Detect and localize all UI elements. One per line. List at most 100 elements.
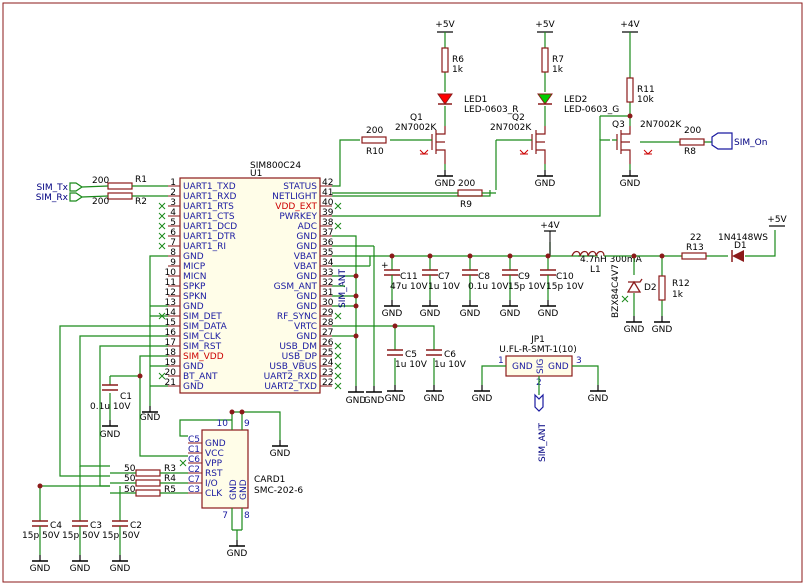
gnd-label-r12: GND xyxy=(652,325,673,335)
u1-pin-num-10: 10 xyxy=(165,268,177,278)
r9-ref: R9 xyxy=(460,200,472,210)
uart-section: SIM_Tx SIM_Rx 200 200 R1 R2 xyxy=(36,175,168,207)
u1-pin-num-3: 3 xyxy=(170,198,176,208)
c4-value: 15p 50V xyxy=(22,531,60,541)
nc-mark-38 xyxy=(334,222,342,230)
q3-symbol xyxy=(616,126,631,164)
gnd-label-jp1-right: GND xyxy=(588,394,609,404)
card-pin-num-C6: C6 xyxy=(188,455,200,465)
q1-ref: Q1 xyxy=(410,113,423,123)
p5v-led1-label: +5V xyxy=(435,20,455,30)
q1-symbol xyxy=(431,126,446,164)
u1-pin-num-33: 33 xyxy=(322,268,333,278)
nc-mark-7 xyxy=(158,242,166,250)
c2-value: 15p 50V xyxy=(102,531,140,541)
u1-pin-num-39: 39 xyxy=(322,208,334,218)
c8-gnd-symbol xyxy=(461,299,479,307)
u1-pin-num-18: 18 xyxy=(165,348,177,358)
nc-mark-23 xyxy=(334,372,342,380)
u1-pin-name-32: GSM_ANT xyxy=(274,282,318,292)
card-pin-num-C1: C1 xyxy=(188,445,200,455)
u1-pin-num-22: 22 xyxy=(322,378,333,388)
u1-pin-name-20: BT_ANT xyxy=(183,372,218,382)
gnd-label-c1: GND xyxy=(100,430,121,440)
card-cap-wires xyxy=(39,466,121,521)
u1-pin-name-19: GND xyxy=(183,362,204,372)
r12-body xyxy=(658,275,666,301)
r12-ref: R12 xyxy=(672,279,690,289)
nc-mark-24 xyxy=(334,362,342,370)
c4-ref: C4 xyxy=(50,521,62,531)
c6-value: 1u 10V xyxy=(434,360,467,370)
c11-polarity: + xyxy=(381,261,389,271)
card-pin-name-C1: VCC xyxy=(205,449,224,459)
c1-ref: C1 xyxy=(120,392,132,402)
d2-value: BZX84C4V7 xyxy=(611,264,621,318)
r13-ref: R13 xyxy=(686,243,704,253)
card-pin-num-C3: C3 xyxy=(188,485,200,495)
u1-pin-name-22: UART2_TXD xyxy=(264,382,317,392)
c7-gnd-symbol xyxy=(421,299,439,307)
u1-pin-num-16: 16 xyxy=(165,328,177,338)
jp1-wires xyxy=(481,365,599,395)
q2-symbol xyxy=(531,126,546,164)
c7-value: 1u 10V xyxy=(428,282,461,292)
r6-value: 1k xyxy=(452,65,464,75)
u1-pin-num-17: 17 xyxy=(165,338,176,348)
u1-pin-name-15: SIM_DATA xyxy=(183,322,228,332)
u1-pin-name-35: VBAT xyxy=(294,252,318,262)
q2-value: 2N7002K xyxy=(490,123,532,133)
c2-ref: C2 xyxy=(130,521,142,531)
u1-pin-num-31: 31 xyxy=(322,288,333,298)
gnd-label-u1-right-2: GND xyxy=(364,396,385,406)
gnd-label-jp1-left: GND xyxy=(472,394,493,404)
u1-pin-num-38: 38 xyxy=(322,218,334,228)
gnd-label-c6: GND xyxy=(424,394,445,404)
jp1-pin3: 3 xyxy=(576,356,582,366)
r3-body xyxy=(135,469,161,477)
nc-mark-22 xyxy=(334,382,342,390)
r9-body xyxy=(457,189,483,197)
c8-junction xyxy=(467,253,473,259)
gnd-label-card-top: GND xyxy=(270,449,291,459)
c10-ref: C10 xyxy=(556,272,574,282)
led1-value: LED-0603_R xyxy=(464,105,519,115)
led2-driver: +5V R7 1k LED2 LED-0603_G Q2 2N7002K GND… xyxy=(332,20,619,210)
card1-value: SMC-202-6 xyxy=(254,486,303,496)
u1-pin-num-27: 27 xyxy=(322,328,333,338)
gnd-label-c8: GND xyxy=(460,309,481,319)
sim-on-port-shape xyxy=(711,132,733,150)
u1-right-pins: 42STATUS41NETLIGHT40VDD_EXT39PWRKEY38ADC… xyxy=(264,178,334,392)
sim-rx-port-shape xyxy=(69,192,84,202)
u1-pin-name-27: GND xyxy=(296,332,317,342)
c10-junction xyxy=(545,253,551,259)
u1-pin-name-7: UART1_RI xyxy=(183,242,226,252)
p5v-led2-label: +5V xyxy=(535,20,555,30)
r1-body xyxy=(107,182,133,190)
nc-mark-3 xyxy=(158,202,166,210)
led2-value: LED-0603_G xyxy=(564,105,619,115)
card-pin-num-C2: C2 xyxy=(188,465,200,475)
c7-ref: C7 xyxy=(438,272,450,282)
l1-inductor xyxy=(571,250,605,257)
u1-pin-name-3: UART1_RTS xyxy=(183,202,234,212)
c5-ref: C5 xyxy=(405,350,417,360)
u1-pin-num-26: 26 xyxy=(322,338,334,348)
gnd-label-d2: GND xyxy=(624,325,645,335)
c9-value: 15p 10V xyxy=(508,282,546,292)
led2-ref: LED2 xyxy=(564,95,587,105)
r10-body xyxy=(361,136,387,144)
c1-value: 0.1u 10V xyxy=(90,402,131,412)
card1-ref: CARD1 xyxy=(254,475,285,485)
u1-pin-name-33: GND xyxy=(296,272,317,282)
c3-ref: C3 xyxy=(90,521,102,531)
u1-pin-num-12: 12 xyxy=(165,288,176,298)
c6-ref: C6 xyxy=(444,350,456,360)
u1-pin-name-13: GND xyxy=(183,302,204,312)
c11-junction xyxy=(389,253,395,259)
u1-pin-num-2: 2 xyxy=(170,188,176,198)
u1-pin-num-9: 9 xyxy=(170,258,176,268)
u1-pin-num-24: 24 xyxy=(322,358,334,368)
